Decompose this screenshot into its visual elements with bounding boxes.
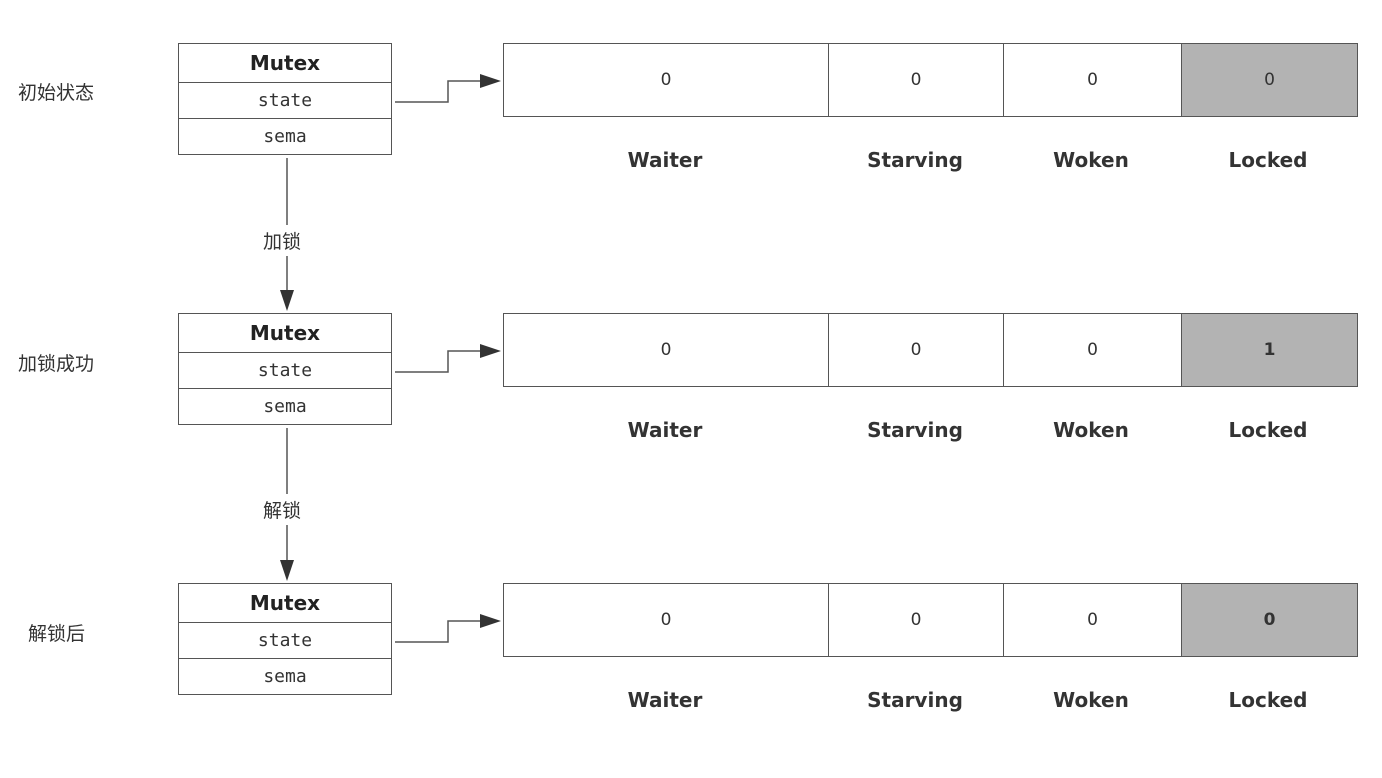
- arrowhead-2: [480, 344, 501, 358]
- transition-arrowhead-1: [280, 290, 294, 311]
- mutex-sema-field: sema: [263, 126, 307, 147]
- locked-value: 0: [1182, 584, 1357, 656]
- mutex-struct-locked: Mutex state sema: [178, 313, 392, 425]
- starving-value: 0: [829, 44, 1004, 116]
- transition-label-lock: 加锁: [263, 225, 302, 256]
- field-label-woken: Woken: [1053, 688, 1129, 712]
- mutex-state-field: state: [179, 623, 391, 659]
- field-label-starving: Starving: [867, 148, 963, 172]
- arrowhead-3: [480, 614, 501, 628]
- field-label-locked: Locked: [1228, 148, 1308, 172]
- state-connector-2: [395, 350, 480, 373]
- waiter-value: 0: [504, 314, 829, 386]
- waiter-value: 0: [504, 44, 829, 116]
- mutex-title: Mutex: [179, 44, 391, 83]
- waiter-value: 0: [504, 584, 829, 656]
- field-label-woken: Woken: [1053, 148, 1129, 172]
- state-bits-locked: 0 0 0 1: [503, 313, 1358, 387]
- state-bits-unlocked: 0 0 0 0: [503, 583, 1358, 657]
- field-label-starving: Starving: [867, 688, 963, 712]
- woken-value: 0: [1004, 314, 1182, 386]
- row-label-lock-success: 加锁成功: [18, 353, 95, 375]
- mutex-state-field: state: [179, 353, 391, 389]
- state-bits-initial: 0 0 0 0: [503, 43, 1358, 117]
- field-label-waiter: Waiter: [627, 148, 703, 172]
- transition-label-unlock: 解锁: [263, 494, 302, 525]
- woken-value: 0: [1004, 44, 1182, 116]
- mutex-struct-initial: Mutex state sema: [178, 43, 392, 155]
- mutex-sema-field: sema: [263, 666, 307, 687]
- mutex-title: Mutex: [179, 314, 391, 353]
- field-label-woken: Woken: [1053, 418, 1129, 442]
- mutex-state-field: state: [179, 83, 391, 119]
- arrowhead-1: [480, 74, 501, 88]
- mutex-struct-unlocked: Mutex state sema: [178, 583, 392, 695]
- mutex-title: Mutex: [179, 584, 391, 623]
- locked-value: 1: [1182, 314, 1357, 386]
- locked-value: 0: [1182, 44, 1357, 116]
- field-label-waiter: Waiter: [627, 688, 703, 712]
- starving-value: 0: [829, 314, 1004, 386]
- field-label-locked: Locked: [1228, 688, 1308, 712]
- starving-value: 0: [829, 584, 1004, 656]
- row-label-initial: 初始状态: [18, 82, 95, 104]
- field-label-starving: Starving: [867, 418, 963, 442]
- woken-value: 0: [1004, 584, 1182, 656]
- transition-arrowhead-2: [280, 560, 294, 581]
- state-connector-3: [395, 620, 480, 643]
- field-label-waiter: Waiter: [627, 418, 703, 442]
- row-label-after-unlock: 解锁后: [28, 623, 86, 645]
- mutex-sema-field: sema: [263, 396, 307, 417]
- state-connector-1: [395, 80, 480, 103]
- field-label-locked: Locked: [1228, 418, 1308, 442]
